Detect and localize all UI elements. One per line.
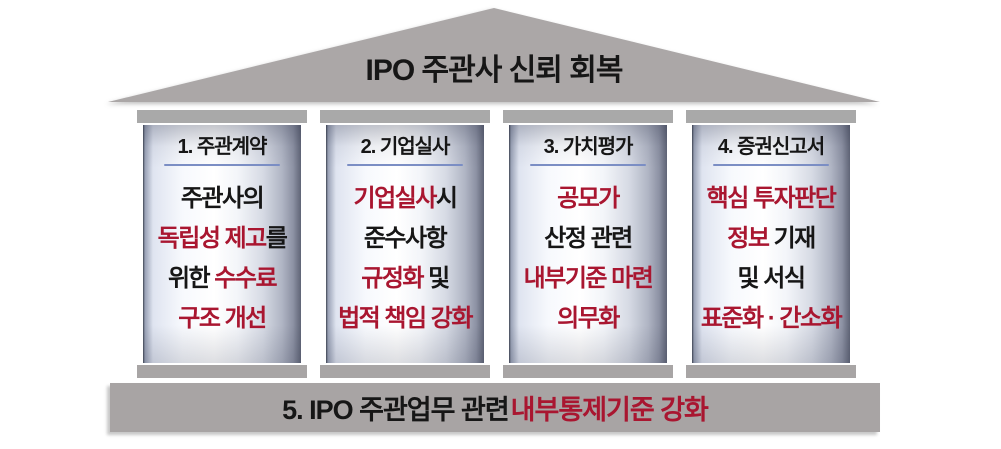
roof-pediment: IPO 주관사 신뢰 회복 bbox=[108, 8, 880, 102]
pillar-line: 정보 기재 bbox=[692, 219, 850, 259]
text-segment-black: 산정 관련 bbox=[544, 225, 633, 252]
text-segment-black: 주관사의 bbox=[180, 185, 265, 212]
pillar-base-cap bbox=[137, 365, 307, 378]
text-segment-red: 구조 개선 bbox=[178, 305, 267, 332]
pillar-line: 내부기준 마련 bbox=[509, 259, 667, 299]
text-segment-black: 준수사항 bbox=[363, 225, 448, 252]
text-segment-red: 기업실사 bbox=[353, 185, 438, 212]
pillar-line: 의무화 bbox=[509, 299, 667, 339]
pillar-line: 산정 관련 bbox=[509, 219, 667, 259]
text-segment-black: 및 bbox=[423, 265, 450, 292]
text-segment-black: 를 bbox=[265, 225, 288, 252]
pillar-header-underline bbox=[529, 164, 647, 166]
pillar-1-header: 1. 주관계약 bbox=[177, 136, 268, 158]
pillar-capital bbox=[686, 110, 856, 123]
text-segment-red: 수수료 bbox=[214, 265, 277, 292]
text-segment-red: 독립성 제고 bbox=[157, 225, 268, 252]
pillar-base-cap bbox=[686, 365, 856, 378]
text-segment-black: 기재 bbox=[773, 225, 817, 252]
text-segment-red: 공모가 bbox=[557, 185, 620, 212]
pillar-line: 기업실사시 bbox=[326, 179, 484, 219]
pillar-line: 법적 책임 강화 bbox=[326, 299, 484, 339]
text-segment-red: 핵심 투자판단 bbox=[706, 185, 837, 212]
text-segment-red: 법적 책임 강화 bbox=[338, 305, 473, 332]
pillar-4-header: 4. 증권신고서 bbox=[717, 136, 825, 158]
text-segment-red: 정보 bbox=[727, 225, 774, 252]
pillar-line: 및 서식 bbox=[692, 259, 850, 299]
pillar-base-cap bbox=[320, 365, 490, 378]
pillar-capital bbox=[503, 110, 673, 123]
pillar-3-header: 3. 가치평가 bbox=[543, 136, 634, 158]
foundation-bar: 5. IPO 주관업무 관련 내부통제기준 강화 bbox=[110, 383, 880, 432]
pillar-line: 규정화 및 bbox=[326, 259, 484, 299]
text-segment-red: 내부기준 마련 bbox=[523, 265, 654, 292]
pillar-line: 주관사의 bbox=[143, 179, 301, 219]
pillar-line: 준수사항 bbox=[326, 219, 484, 259]
pillar-line: 위한 수수료 bbox=[143, 259, 301, 299]
pillar-capital bbox=[320, 110, 490, 123]
text-segment-red: 내부통제기준 강화 bbox=[510, 395, 709, 425]
pillar-header-underline bbox=[712, 164, 830, 166]
text-segment-black: 5. IPO 주관업무 관련 bbox=[282, 395, 510, 425]
pillar-2-header: 2. 기업실사 bbox=[360, 136, 451, 158]
text-segment-red: 의무화 bbox=[557, 305, 620, 332]
pillar-line: 독립성 제고를 bbox=[143, 219, 301, 259]
pillar-line: 구조 개선 bbox=[143, 299, 301, 339]
pillar-line: 공모가 bbox=[509, 179, 667, 219]
pillar-header-underline bbox=[163, 164, 281, 166]
text-segment-black: 시 bbox=[435, 185, 458, 212]
text-segment-black: 위한 bbox=[167, 265, 215, 292]
pillar-base-cap bbox=[503, 365, 673, 378]
pillar-header-underline bbox=[346, 164, 464, 166]
text-segment-red: 표준화 · 간소화 bbox=[700, 305, 843, 332]
pillar-line: 핵심 투자판단 bbox=[692, 179, 850, 219]
text-segment-red: 규정화 bbox=[361, 265, 424, 292]
pillar-capital bbox=[137, 110, 307, 123]
roof-triangle: IPO 주관사 신뢰 회복 bbox=[108, 8, 880, 102]
roof-title: IPO 주관사 신뢰 회복 bbox=[365, 54, 624, 87]
pillar-line: 표준화 · 간소화 bbox=[692, 299, 850, 339]
text-segment-black: 및 서식 bbox=[737, 265, 806, 292]
